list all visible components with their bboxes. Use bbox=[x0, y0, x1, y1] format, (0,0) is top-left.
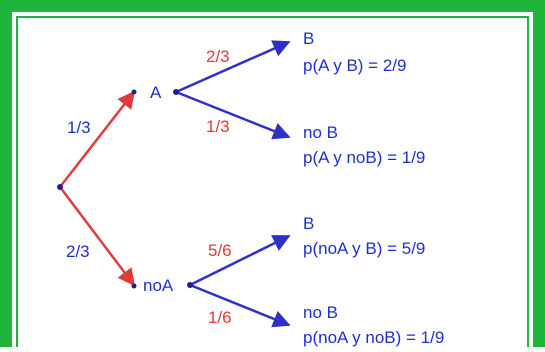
outcome-4-event: no B bbox=[303, 303, 338, 322]
branch-A-to-B bbox=[175, 40, 291, 94]
prob-root-to-A: 1/3 bbox=[67, 118, 91, 137]
node-A-dot bbox=[173, 89, 179, 95]
branch-noA-to-noB bbox=[189, 283, 291, 328]
outcome-2-prob: p(A y noB) = 1/9 bbox=[303, 148, 425, 167]
outcome-4-prob: p(noA y noB) = 1/9 bbox=[303, 328, 444, 347]
node-noA-arrow-tip-dot bbox=[131, 283, 137, 289]
outcome-2-event: no B bbox=[303, 123, 338, 142]
outcome-1-event: B bbox=[303, 29, 314, 48]
branch-noA-to-B bbox=[189, 234, 291, 287]
node-A-arrow-tip-dot bbox=[131, 89, 137, 95]
node-noA-dot bbox=[187, 282, 193, 288]
outcome-1-prob: p(A y B) = 2/9 bbox=[303, 56, 406, 75]
prob-noA-to-noB: 1/6 bbox=[208, 308, 232, 327]
root-node bbox=[57, 184, 63, 190]
prob-A-to-B: 2/3 bbox=[206, 47, 230, 66]
branch-A-to-noB bbox=[175, 90, 291, 140]
prob-root-to-noA: 2/3 bbox=[66, 242, 90, 261]
prob-noA-to-B: 5/6 bbox=[208, 241, 232, 260]
branch-root-to-noA bbox=[59, 186, 136, 287]
outcome-3-prob: p(noA y B) = 5/9 bbox=[303, 239, 425, 258]
outcome-3-event: B bbox=[303, 214, 314, 233]
node-A-label: A bbox=[150, 83, 162, 102]
branch-root-to-A bbox=[59, 90, 136, 188]
node-noA-label: noA bbox=[143, 276, 174, 295]
prob-A-to-noB: 1/3 bbox=[206, 117, 230, 136]
